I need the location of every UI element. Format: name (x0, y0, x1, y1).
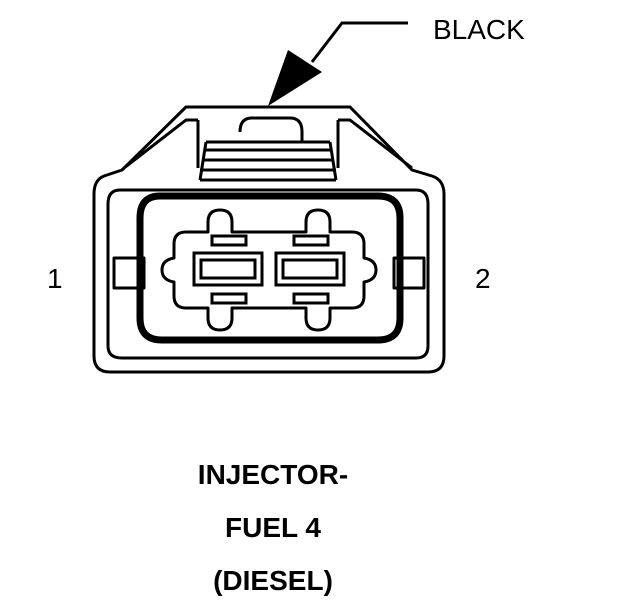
caption-line-2: FUEL 4 (225, 512, 321, 543)
pin-2-terminal (274, 234, 346, 305)
caption-line-1: INJECTOR- (197, 459, 349, 490)
pin-2-label: 2 (475, 263, 491, 294)
locking-ribs (198, 116, 338, 182)
connector-housing (92, 105, 446, 374)
side-latches (112, 256, 426, 290)
color-callout-label: BLACK (433, 14, 525, 45)
caption-line-3: (DIESEL) (213, 565, 333, 596)
pin-1-label: 1 (47, 263, 63, 294)
callout-leader (268, 21, 408, 106)
pin-1-terminal (192, 234, 264, 305)
connector-face (136, 192, 404, 344)
callout-arrowhead (268, 50, 322, 106)
